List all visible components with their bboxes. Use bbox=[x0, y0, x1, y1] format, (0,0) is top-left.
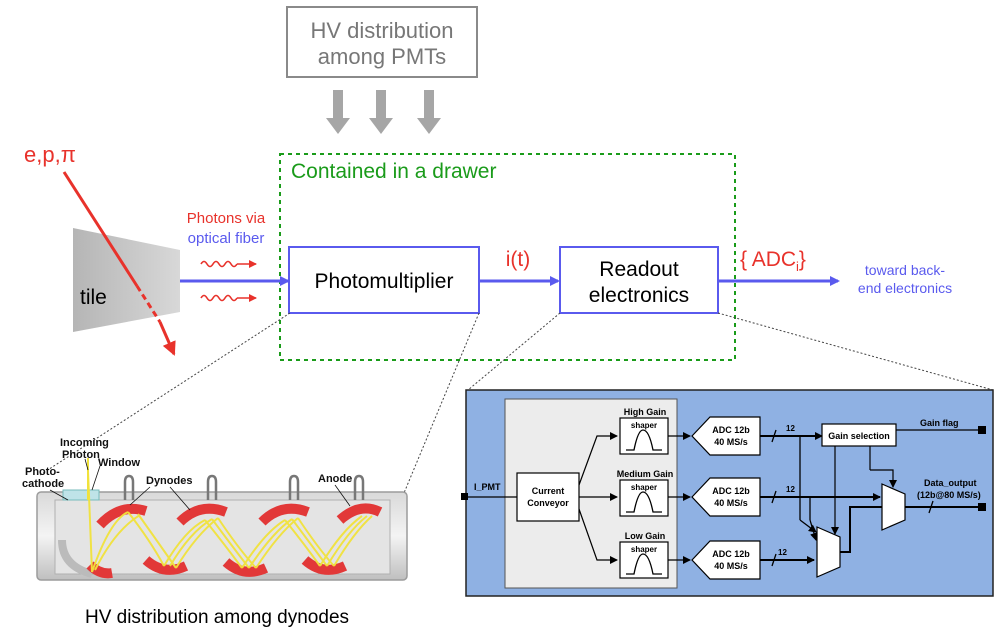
tile-label: tile bbox=[80, 286, 107, 309]
svg-text:ADC 12b: ADC 12b bbox=[712, 549, 750, 559]
current-label: i(t) bbox=[506, 248, 531, 271]
gain-selection-box bbox=[821, 423, 897, 447]
conveyor-line2: Conveyor bbox=[527, 498, 569, 508]
photocathode-line1: Photo- bbox=[25, 466, 60, 478]
svg-text:shaper: shaper bbox=[631, 421, 657, 430]
svg-text:shaper: shaper bbox=[631, 545, 657, 554]
bits-label-1: 12 bbox=[786, 424, 795, 433]
data-output-line1: Data_output bbox=[924, 478, 977, 488]
dynode-shapes bbox=[86, 503, 383, 579]
photocathode-line2: cathode bbox=[22, 478, 64, 490]
drawer-label: Contained in a drawer bbox=[291, 160, 496, 183]
hv-arrow-1 bbox=[326, 90, 350, 134]
backend-line1: toward back- bbox=[865, 262, 945, 278]
data-output-terminal bbox=[978, 503, 986, 511]
zoom-lines bbox=[39, 312, 994, 494]
data-output-line2: (12b@80 MS/s) bbox=[917, 490, 981, 500]
pmt-label: Photomultiplier bbox=[315, 270, 454, 293]
drawer-box bbox=[279, 153, 736, 361]
hv-pmts-box: HV distribution among PMTs bbox=[286, 6, 478, 78]
svg-text:ADC 12b: ADC 12b bbox=[712, 486, 750, 496]
adc-label: { ADCi} bbox=[740, 248, 806, 274]
shaper-medium: shaper bbox=[619, 479, 669, 517]
photocathode-shape bbox=[58, 539, 94, 578]
svg-text:40 MS/s: 40 MS/s bbox=[714, 561, 748, 571]
svg-text:shaper: shaper bbox=[631, 483, 657, 492]
electron-paths bbox=[87, 469, 373, 573]
dynodes-label: Dynodes bbox=[146, 475, 192, 487]
readout-line2: electronics bbox=[589, 284, 689, 307]
photons-label-line2: optical fiber bbox=[188, 230, 265, 247]
window-label: Window bbox=[98, 457, 140, 469]
svg-text:40 MS/s: 40 MS/s bbox=[714, 498, 748, 508]
incoming-photon-line2: Photon bbox=[62, 449, 100, 461]
callout-lines bbox=[49, 458, 351, 511]
hv-dynodes-label: HV distribution among dynodes bbox=[85, 607, 349, 628]
mux-second bbox=[881, 483, 906, 531]
photons-label-line1: Photons via bbox=[187, 210, 266, 227]
bits-label-2: 12 bbox=[786, 485, 795, 494]
hv-down-arrows bbox=[326, 90, 441, 134]
backend-line2: end electronics bbox=[858, 280, 952, 296]
shaper-low: shaper bbox=[619, 541, 669, 579]
photon-wave-2 bbox=[200, 294, 257, 302]
conveyor-line1: Current bbox=[532, 486, 565, 496]
circuit-panel: I_PMT Current Conveyor High Gain Medium … bbox=[461, 389, 994, 597]
photon-wave-1 bbox=[200, 260, 257, 268]
conveyor-box bbox=[516, 472, 580, 522]
pmt-illustration bbox=[36, 469, 408, 581]
hv-arrow-2 bbox=[369, 90, 393, 134]
gain-medium-label: Medium Gain bbox=[617, 469, 674, 479]
hv-pmts-line1: HV distribution bbox=[310, 18, 453, 43]
gain-low-label: Low Gain bbox=[625, 531, 666, 541]
hv-pmts-line2: among PMTs bbox=[318, 44, 446, 69]
bits-label-3: 12 bbox=[778, 548, 787, 557]
input-label: I_PMT bbox=[474, 482, 501, 492]
gain-flag-label: Gain flag bbox=[920, 418, 959, 428]
input-terminal bbox=[461, 493, 468, 500]
pmt-box bbox=[288, 246, 480, 314]
particle-label: e,p,π bbox=[24, 142, 76, 167]
svg-text:40 MS/s: 40 MS/s bbox=[714, 437, 748, 447]
readout-line1: Readout bbox=[599, 258, 679, 281]
gain-selection-label: Gain selection bbox=[828, 431, 890, 441]
readout-box bbox=[559, 246, 719, 314]
particle-track bbox=[62, 171, 139, 287]
svg-text:ADC 12b: ADC 12b bbox=[712, 425, 750, 435]
gain-high-label: High Gain bbox=[624, 407, 667, 417]
shaper-high: shaper bbox=[619, 417, 669, 455]
tile-shape: tile bbox=[73, 228, 180, 332]
hv-arrow-3 bbox=[417, 90, 441, 134]
gain-flag-terminal bbox=[978, 426, 986, 434]
anode-label: Anode bbox=[318, 473, 352, 485]
incoming-photon-line1: Incoming bbox=[60, 437, 109, 449]
